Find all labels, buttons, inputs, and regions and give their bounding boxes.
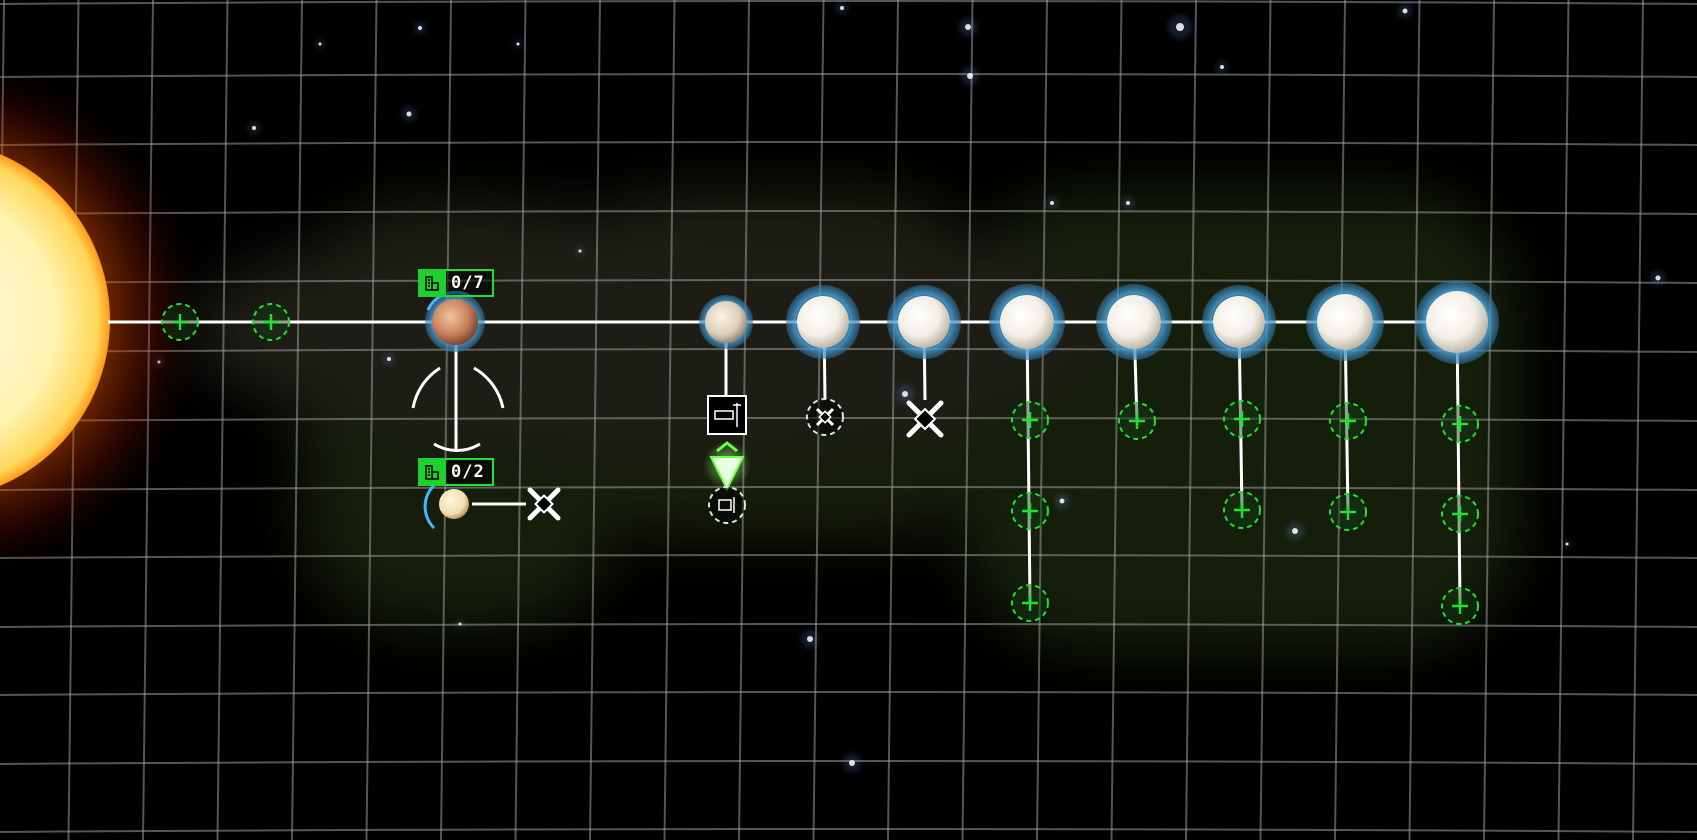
station-module-icon[interactable]: [707, 395, 747, 435]
planet-8[interactable]: [1306, 283, 1384, 361]
crossed-tools-icon[interactable]: [527, 487, 561, 521]
plus-slot-icon[interactable]: [1011, 492, 1049, 530]
planet-9[interactable]: [1415, 280, 1499, 364]
plus-slot-icon[interactable]: [1011, 584, 1049, 622]
plus-slot-icon[interactable]: [1118, 402, 1156, 440]
plus-slot-icon[interactable]: [161, 303, 199, 341]
moon-building-count-label: 0/2: [451, 462, 485, 482]
planet-4[interactable]: [887, 285, 961, 401]
build-arrow-icon[interactable]: [703, 441, 751, 492]
plus-slot-icon[interactable]: [1441, 405, 1479, 443]
locked-slot-icon[interactable]: [806, 398, 844, 436]
plus-slot-icon[interactable]: [1223, 400, 1261, 438]
plus-slot-icon[interactable]: [1441, 495, 1479, 533]
sun[interactable]: [0, 50, 210, 590]
planet-5[interactable]: [989, 284, 1065, 360]
planet-6[interactable]: [1096, 284, 1172, 360]
plus-slot-icon[interactable]: [1223, 491, 1261, 529]
moon[interactable]: [423, 480, 526, 530]
planet-7[interactable]: [1202, 285, 1276, 359]
plus-slot-icon[interactable]: [1011, 401, 1049, 439]
building-count-badge[interactable]: 0/7: [418, 269, 494, 297]
planet-slot-chains: [989, 280, 1499, 625]
plus-slot-icon[interactable]: [1441, 587, 1479, 625]
background-stars: [154, 2, 1666, 772]
planet-2[interactable]: [699, 295, 753, 400]
building-icon: [418, 458, 446, 486]
plus-slot-icon[interactable]: [1329, 402, 1367, 440]
moon-building-count-badge[interactable]: 0/2: [418, 458, 494, 486]
plus-slot-icon[interactable]: [252, 303, 290, 341]
station-slot-icon[interactable]: [708, 486, 746, 524]
building-count-label: 0/7: [451, 273, 485, 293]
planet-3[interactable]: [786, 285, 860, 401]
plus-slot-icon[interactable]: [1329, 493, 1367, 531]
building-icon: [418, 269, 446, 297]
crossed-tools-icon[interactable]: [906, 400, 944, 438]
